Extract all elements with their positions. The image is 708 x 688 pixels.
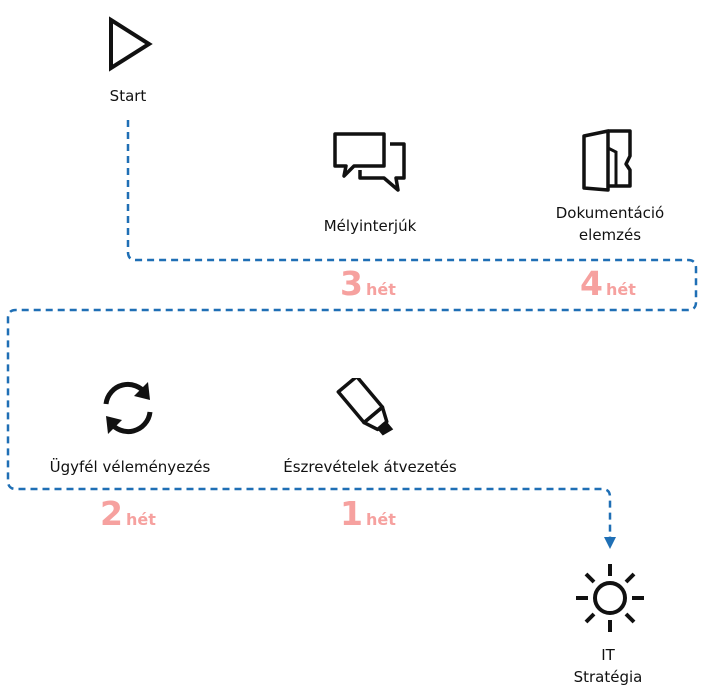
step-docs-label: Dokumentáció elemzés: [535, 202, 685, 246]
highlighter-icon: [336, 378, 394, 436]
refresh-arrows-icon: [103, 382, 153, 434]
step-interviews-label: Mélyinterjúk: [323, 217, 417, 235]
end-label-line2: Stratégia: [573, 668, 643, 686]
step-docs-label-line2: elemzés: [578, 226, 642, 244]
step-feedback-label: Ügyfél véleményezés: [49, 458, 211, 476]
step-notes-label: Észrevételek átvezetés: [283, 458, 457, 476]
start-label: Start: [109, 87, 147, 105]
end-label: IT Stratégia: [548, 644, 668, 688]
flow-dashed-line: [6, 120, 698, 537]
step-docs-label-line1: Dokumentáció: [555, 204, 665, 222]
sun-icon: [576, 564, 644, 632]
play-triangle-icon: [109, 16, 153, 72]
chat-bubbles-icon: [333, 132, 406, 192]
document-icon: [582, 129, 632, 192]
end-label-line1: IT: [601, 646, 615, 664]
flow-arrowhead: [604, 537, 616, 549]
